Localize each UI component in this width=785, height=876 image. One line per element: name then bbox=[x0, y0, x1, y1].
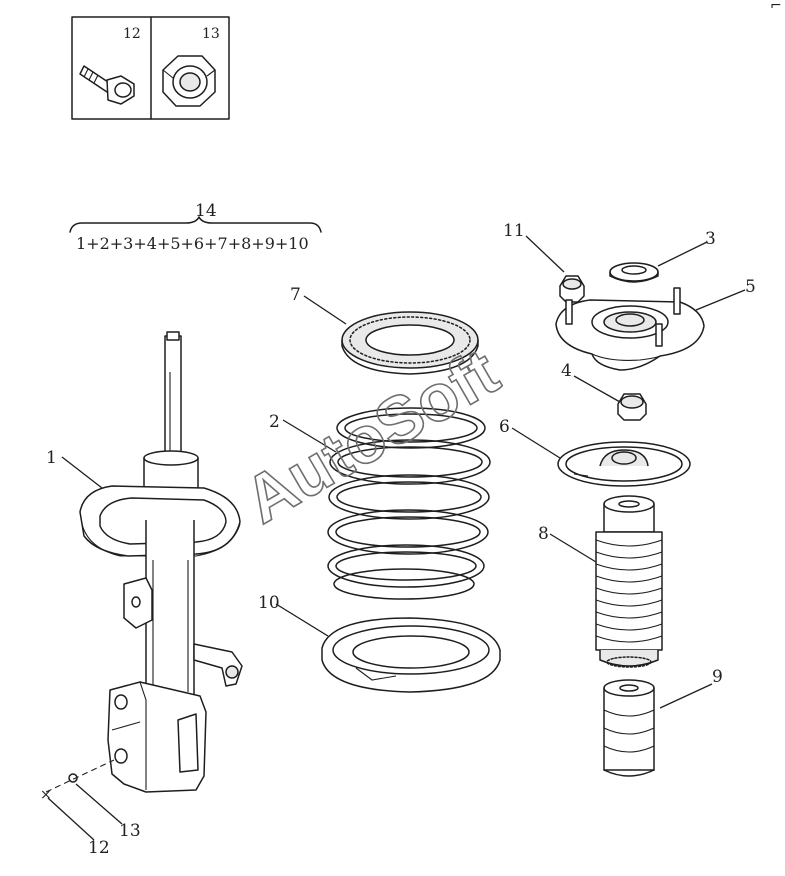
strut-fastener-axis: × bbox=[40, 759, 115, 803]
callout-9: 9 bbox=[712, 667, 723, 687]
callout-2: 2 bbox=[269, 412, 280, 432]
nut-4 bbox=[617, 393, 647, 421]
bearing-7 bbox=[341, 311, 479, 375]
callout-10: 10 bbox=[258, 593, 280, 613]
strut-1 bbox=[79, 331, 243, 793]
fastener-inset-box: 12 13 bbox=[71, 16, 230, 120]
inset-label-13: 13 bbox=[202, 26, 220, 42]
callout-12: 12 bbox=[88, 838, 110, 858]
callout-4: 4 bbox=[561, 361, 572, 381]
coil-spring-2 bbox=[327, 407, 491, 600]
callout-7: 7 bbox=[290, 285, 301, 305]
insulator-10 bbox=[321, 617, 501, 693]
callout-8: 8 bbox=[538, 524, 549, 544]
callout-6: 6 bbox=[499, 417, 510, 437]
cap-3 bbox=[609, 262, 659, 283]
bolt-12-icon bbox=[79, 65, 135, 105]
assembly-14-brace: 14 1+2+3+4+5+6+7+8+9+10 bbox=[69, 201, 322, 253]
callout-14: 14 bbox=[195, 201, 217, 221]
nut-13-icon bbox=[162, 55, 216, 107]
corner-mark: ⌐ bbox=[770, 0, 782, 14]
callout-5: 5 bbox=[745, 277, 756, 297]
bump-stop-9 bbox=[603, 679, 655, 777]
assembly-14-formula: 1+2+3+4+5+6+7+8+9+10 bbox=[76, 234, 309, 253]
callout-labels: 1 2 3 4 5 6 7 8 9 10 11 12 13 bbox=[46, 221, 756, 858]
callout-3: 3 bbox=[705, 229, 716, 249]
nut-11 bbox=[559, 275, 585, 303]
dust-boot-8 bbox=[595, 495, 663, 668]
callout-1: 1 bbox=[46, 448, 57, 468]
callout-13: 13 bbox=[119, 821, 141, 841]
callout-11: 11 bbox=[503, 221, 525, 241]
inset-label-12: 12 bbox=[123, 26, 141, 42]
leader-lines bbox=[47, 235, 746, 841]
upper-mount-5 bbox=[555, 287, 705, 371]
svg-text:×: × bbox=[40, 787, 52, 803]
spring-seat-6 bbox=[557, 441, 691, 487]
